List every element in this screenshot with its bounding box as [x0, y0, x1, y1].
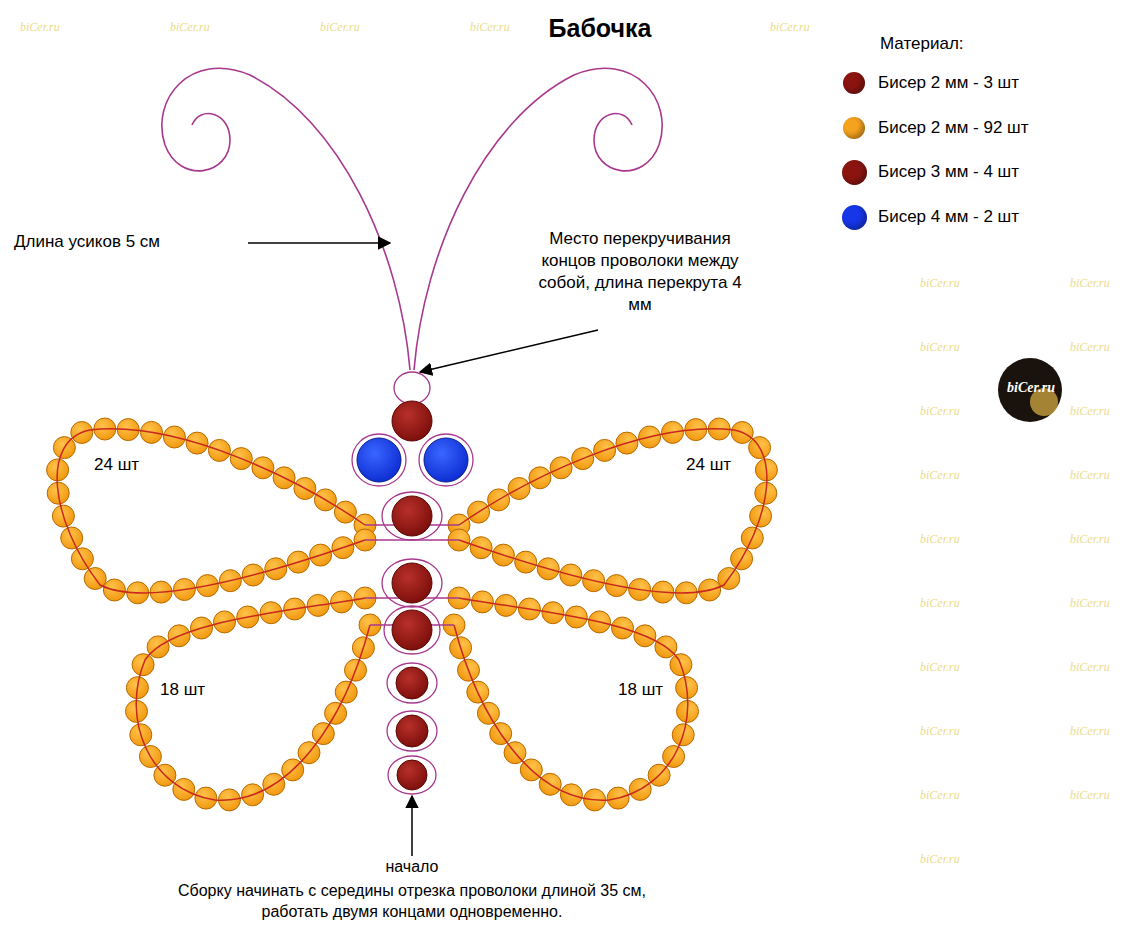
left-wings — [47, 418, 381, 811]
watermark: biCer.ru — [470, 20, 510, 35]
watermark: biCer.ru — [920, 660, 960, 675]
dimension-label: Длина усиков 5 см — [14, 232, 160, 252]
legend-row: Бисер 4 мм - 2 шт — [838, 204, 1128, 230]
title: Бабочка — [450, 14, 750, 43]
watermark: biCer.ru — [920, 788, 960, 803]
watermark: biCer.ru — [1070, 276, 1110, 291]
watermark: biCer.ru — [920, 404, 960, 419]
legend-swatch — [842, 205, 867, 230]
logo — [998, 358, 1062, 422]
watermark: biCer.ru — [920, 852, 960, 867]
logo-text: biCer.ru — [1000, 380, 1062, 396]
bead-count: 18 шт — [158, 680, 207, 700]
assembly-note: Сборку начинать с середины отрезка прово… — [162, 880, 662, 922]
legend-row: Бисер 3 мм - 4 шт — [838, 159, 1128, 185]
watermark: biCer.ru — [20, 20, 60, 35]
watermark: biCer.ru — [1070, 596, 1110, 611]
watermark: biCer.ru — [770, 20, 810, 35]
twist-note: Место перекручивания концов проволоки ме… — [530, 228, 750, 316]
watermark: biCer.ru — [920, 276, 960, 291]
watermark: biCer.ru — [170, 20, 210, 35]
antennae — [162, 68, 662, 370]
watermark: biCer.ru — [920, 724, 960, 739]
watermark: biCer.ru — [1070, 340, 1110, 355]
legend-row: Бисер 2 мм - 92 шт — [838, 115, 1128, 141]
wire-loops — [352, 372, 473, 794]
watermark: biCer.ru — [320, 20, 360, 35]
legend-swatch — [842, 160, 867, 185]
watermark: biCer.ru — [920, 532, 960, 547]
watermark: biCer.ru — [920, 596, 960, 611]
body-beads — [357, 401, 468, 790]
watermark: biCer.ru — [1070, 660, 1110, 675]
legend-text: Бисер 3 мм - 4 шт — [878, 162, 1019, 182]
legend-swatch — [843, 72, 865, 94]
watermark: biCer.ru — [1070, 468, 1110, 483]
legend-text: Бисер 2 мм - 92 шт — [878, 118, 1029, 138]
watermark: biCer.ru — [920, 340, 960, 355]
watermark: biCer.ru — [920, 468, 960, 483]
watermark: biCer.ru — [1070, 788, 1110, 803]
bead-count: 24 шт — [684, 455, 733, 475]
start-label: начало — [312, 858, 512, 876]
legend-row: Бисер 2 мм - 3 шт — [838, 70, 1128, 96]
legend-heading: Материал: — [880, 34, 964, 54]
right-wings — [443, 418, 777, 811]
bead-count: 24 шт — [92, 455, 141, 475]
watermark: biCer.ru — [1070, 724, 1110, 739]
watermark: biCer.ru — [1070, 532, 1110, 547]
watermark: biCer.ru — [1070, 404, 1110, 419]
bead-count: 18 шт — [616, 680, 665, 700]
legend-text: Бисер 4 мм - 2 шт — [878, 207, 1019, 227]
legend-text: Бисер 2 мм - 3 шт — [878, 73, 1019, 93]
leader-arrows — [248, 243, 598, 856]
legend-swatch — [843, 117, 865, 139]
